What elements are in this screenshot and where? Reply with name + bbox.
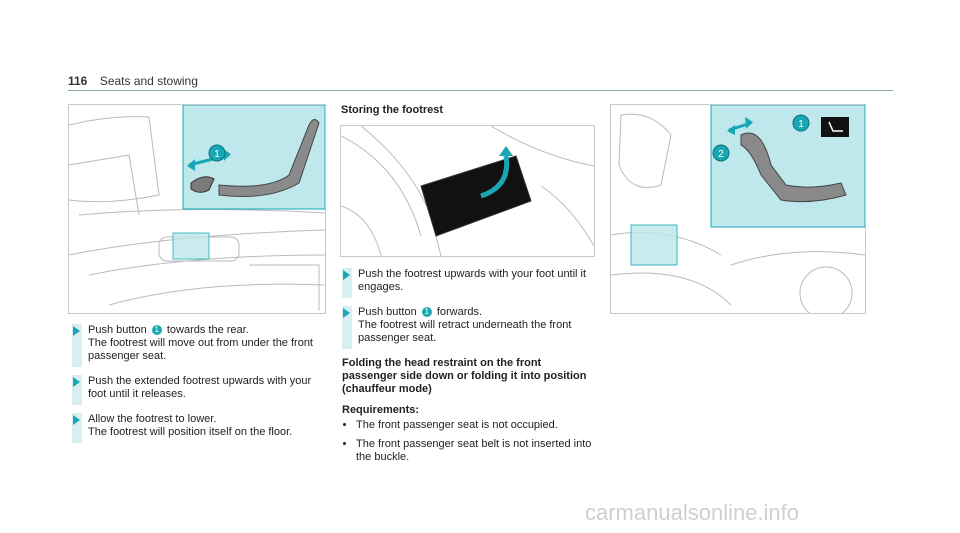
door-illustration: 1 <box>69 105 325 311</box>
button-number-badge: 1 <box>151 325 162 335</box>
step-arrow-icon <box>343 270 350 280</box>
callout-number: 2 <box>718 149 724 160</box>
column-2: Push the footrest upwards with your foot… <box>342 268 592 470</box>
footrest-illustration <box>341 126 594 256</box>
step-1: Push button 1 towards the rear. The foot… <box>72 324 327 367</box>
watermark: carmanualsonline.info <box>585 500 800 525</box>
step-storing-1: Push the footrest upwards with your foot… <box>342 268 592 298</box>
step-2: Push the extended footrest upwards with … <box>72 375 327 405</box>
step-arrow-icon <box>73 377 80 387</box>
callout-number: 1 <box>798 119 804 130</box>
header-rule <box>68 90 893 91</box>
step-storing-2: Push button 1 forwards. The footrest wil… <box>342 306 592 349</box>
page-number: 116 <box>68 74 88 88</box>
figure-footrest-storing <box>340 125 595 257</box>
callout-highlight <box>630 224 678 266</box>
requirements-block: Requirements: The front passenger seat i… <box>342 404 592 464</box>
page-header: 116 Seats and stowing <box>68 72 893 91</box>
requirements-list: The front passenger seat is not occupied… <box>342 419 592 464</box>
column-2-heading: Storing the footrest <box>341 104 591 125</box>
button-number-badge: 1 <box>421 307 432 317</box>
column-1: Push button 1 towards the rear. The foot… <box>72 324 327 451</box>
requirement-item: The front passenger seat belt is not ins… <box>356 438 592 464</box>
seat-illustration: 1 2 <box>611 105 865 313</box>
requirement-item: The front passenger seat is not occupied… <box>356 419 592 432</box>
heading-folding-head-restraint: Folding the head restraint on the front … <box>342 357 587 395</box>
callout-highlight <box>172 232 210 260</box>
step-arrow-icon <box>343 308 350 318</box>
heading-storing-footrest: Storing the footrest <box>341 104 444 116</box>
requirements-label: Requirements: <box>342 404 420 416</box>
step-arrow-icon <box>73 326 80 336</box>
figure-door-footrest-button: 1 <box>68 104 326 314</box>
callout-number: 1 <box>214 149 220 160</box>
step-arrow-icon <box>73 415 80 425</box>
step-3: Allow the footrest to lower. The footres… <box>72 413 327 443</box>
figure-seat-button-closeup: 1 2 <box>610 104 866 314</box>
section-title: Seats and stowing <box>99 74 198 88</box>
